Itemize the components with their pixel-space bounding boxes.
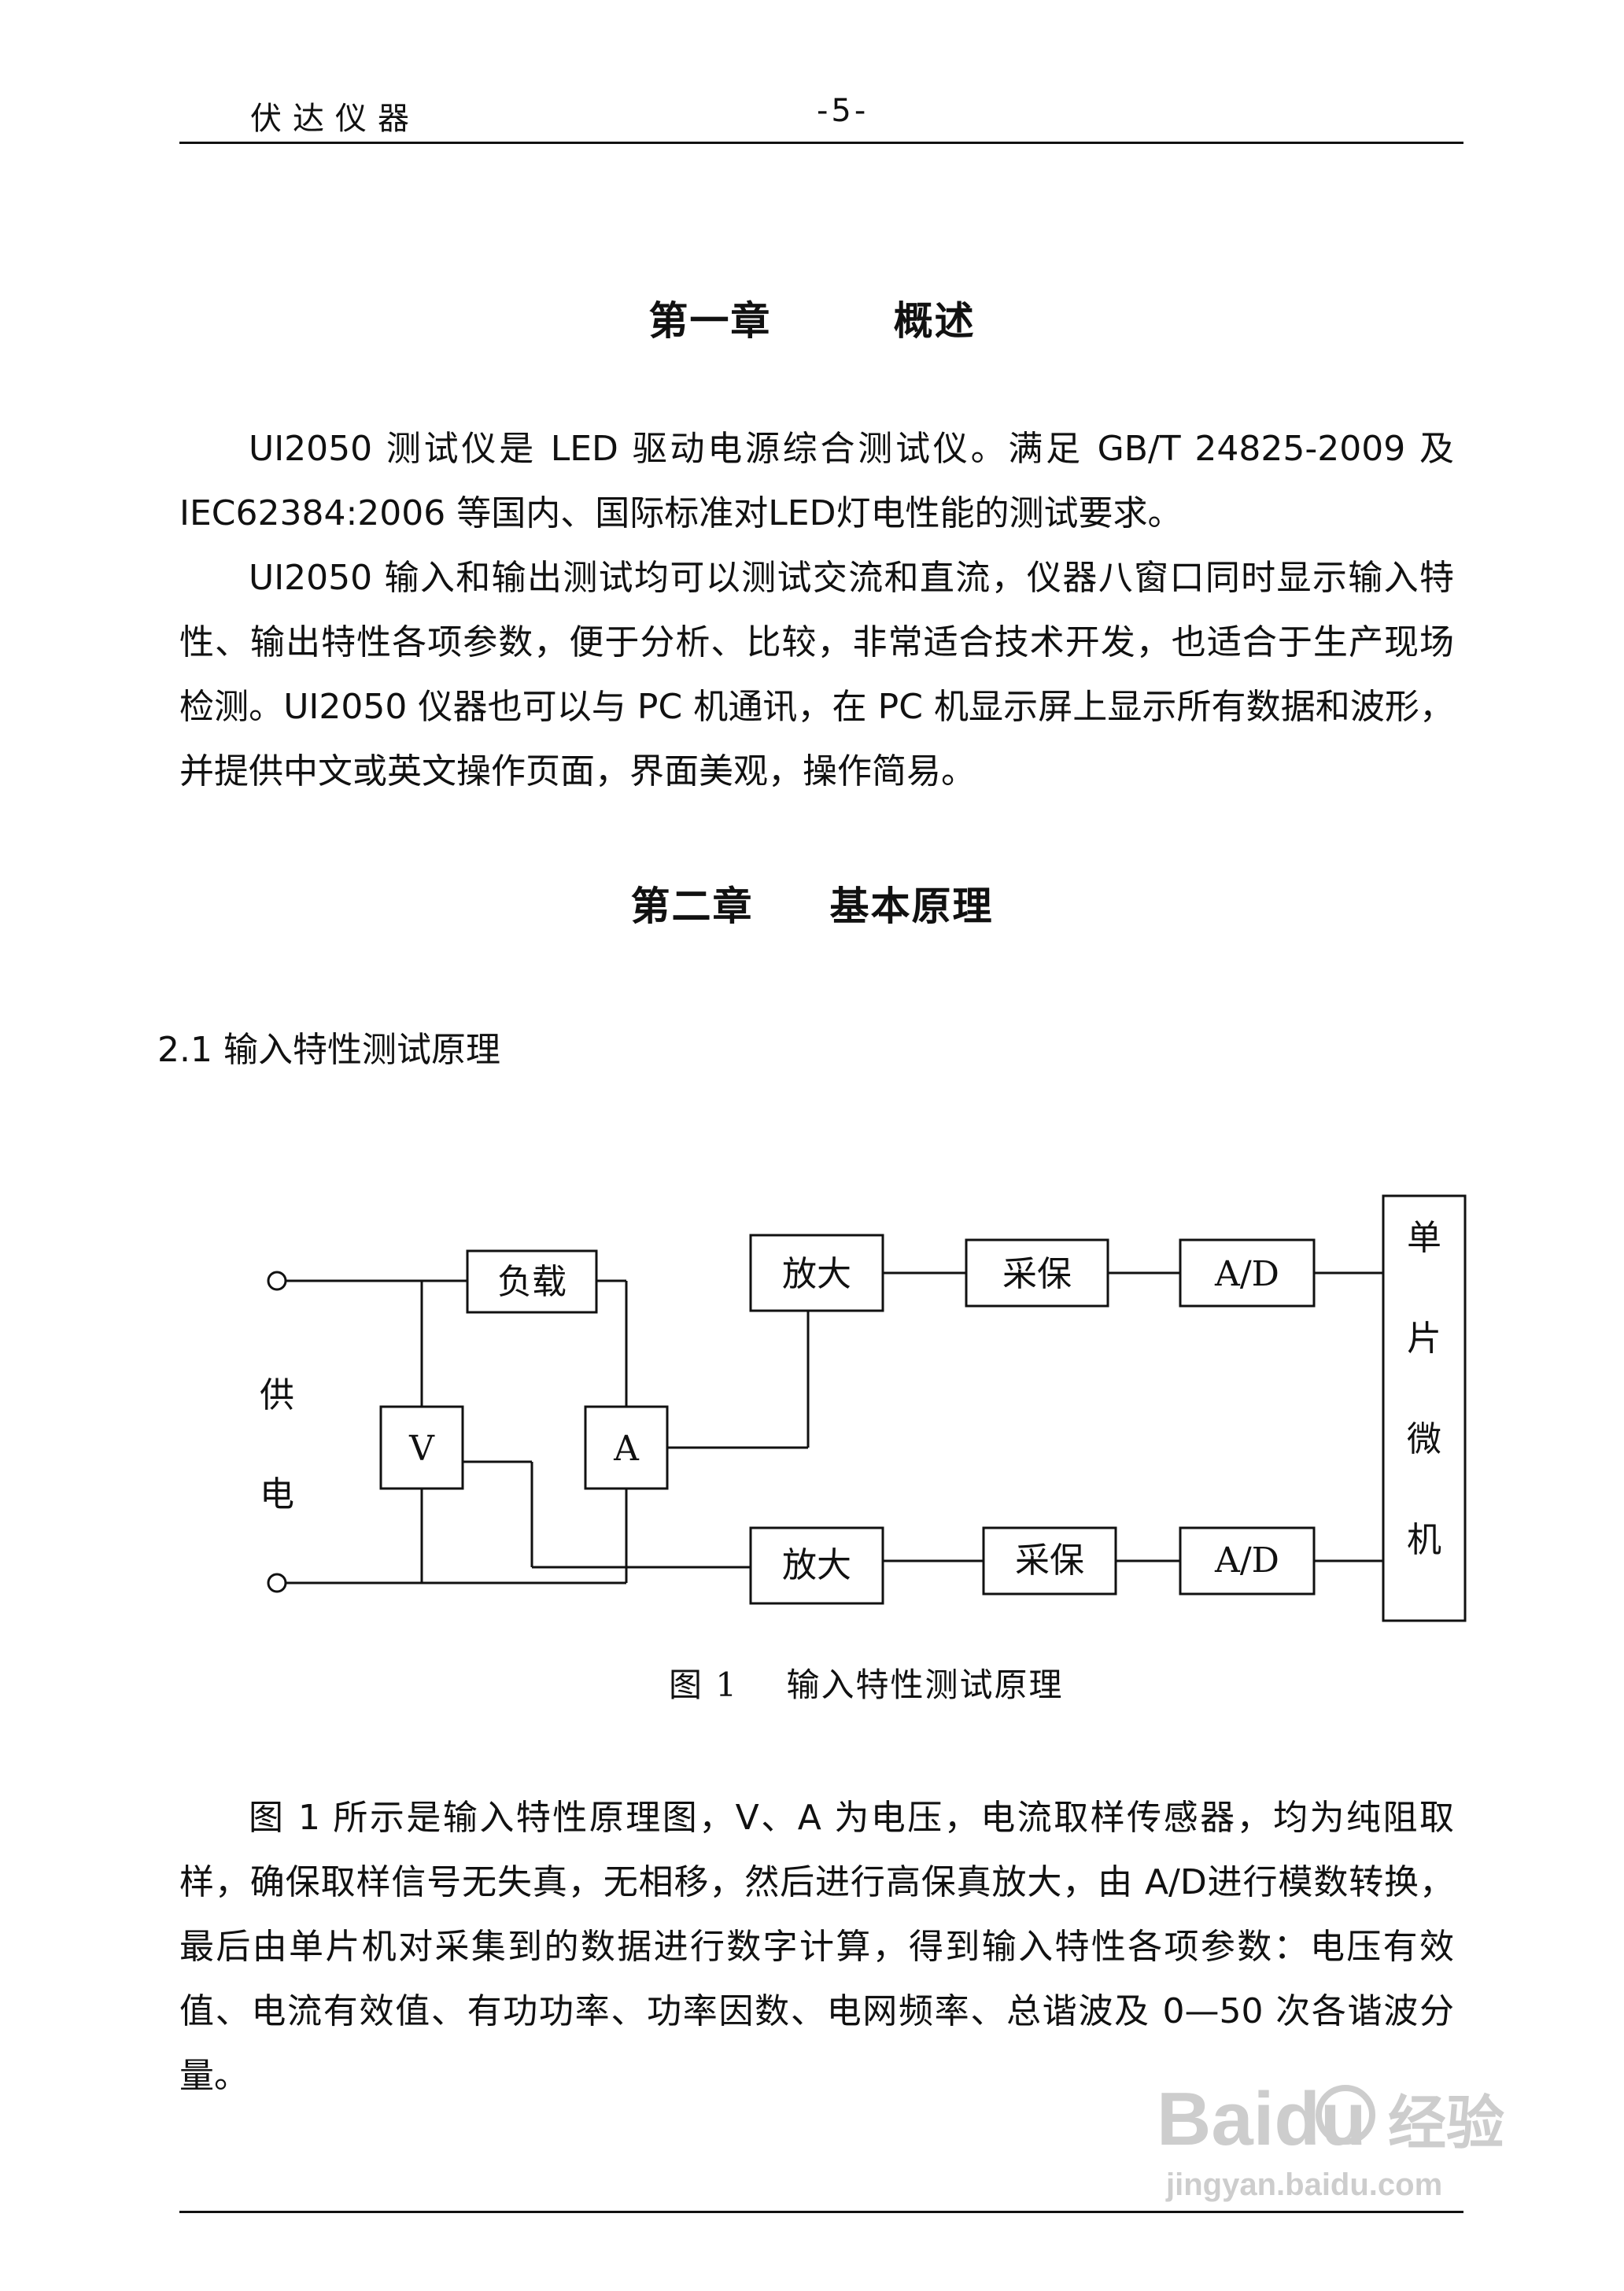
- mcu-label-char-2: 片: [1407, 1319, 1441, 1359]
- chapter-1-paragraph-1: UI2050 测试仪是 LED 驱动电源综合测试仪。满足 GB/T 24825-…: [179, 429, 1454, 533]
- ammeter-label: A: [613, 1429, 640, 1469]
- load-box: [466, 1249, 598, 1314]
- ad-converter-top-label: A/D: [1214, 1254, 1279, 1294]
- paw-icon: [1316, 2085, 1375, 2145]
- chapter-2-title: 第二章 基本原理: [630, 884, 994, 929]
- supply-label-char-1: 供: [260, 1375, 294, 1415]
- header-page-number: -5-: [817, 93, 869, 129]
- figure-1-caption: 图 1 输入特性测试原理: [669, 1666, 1064, 1704]
- ad-converter-top-box: [1179, 1238, 1316, 1308]
- supply-terminal-top: [267, 1271, 287, 1291]
- baidu-watermark: Baidu 经验 jingyan.baidu.com: [1157, 2077, 1504, 2202]
- chapter-2-paragraph: 图 1 所示是输入特性原理图，V、A 为电压，电流取样传感器，均为纯阻取样，确保…: [179, 1798, 1454, 2096]
- watermark-url: jingyan.baidu.com: [1165, 2167, 1442, 2202]
- sample-hold-bottom-label: 采保: [1015, 1540, 1084, 1581]
- chapter-1-paragraph-2: UI2050 输入和输出测试均可以测试交流和直流，仪器八窗口同时显示输入特性、输…: [179, 558, 1454, 791]
- microcontroller-box: [1382, 1194, 1467, 1622]
- ad-converter-bottom-box: [1179, 1526, 1316, 1596]
- supply-terminal-bottom: [267, 1573, 287, 1593]
- voltmeter-box: [379, 1405, 464, 1490]
- chapter-1-title: 第一章 概述: [648, 298, 976, 344]
- watermark-brand: Baidu: [1157, 2077, 1367, 2161]
- header-company: 伏达仪器: [250, 101, 420, 137]
- watermark-service: 经验: [1388, 2090, 1504, 2156]
- voltmeter-label: V: [408, 1429, 435, 1469]
- amplifier-bottom-box: [749, 1526, 884, 1605]
- sample-hold-top-box: [965, 1238, 1109, 1308]
- mcu-label-char-3: 微: [1407, 1419, 1441, 1459]
- footer-rule: [179, 2211, 1463, 2213]
- mcu-label-char-1: 单: [1407, 1218, 1441, 1258]
- load-label: 负载: [497, 1262, 567, 1302]
- amplifier-bottom-label: 放大: [782, 1545, 851, 1585]
- sample-hold-bottom-box: [982, 1526, 1117, 1596]
- mcu-label-char-4: 机: [1407, 1520, 1441, 1560]
- supply-label-char-2: 电: [260, 1474, 294, 1514]
- header-rule: [179, 142, 1463, 144]
- sample-hold-top-label: 采保: [1002, 1254, 1072, 1294]
- ad-converter-bottom-label: A/D: [1214, 1540, 1279, 1581]
- amplifier-top-label: 放大: [782, 1254, 851, 1294]
- ammeter-box: [584, 1405, 669, 1490]
- section-2-1-heading: 2.1 输入特性测试原理: [157, 1030, 500, 1070]
- amplifier-top-box: [749, 1234, 884, 1312]
